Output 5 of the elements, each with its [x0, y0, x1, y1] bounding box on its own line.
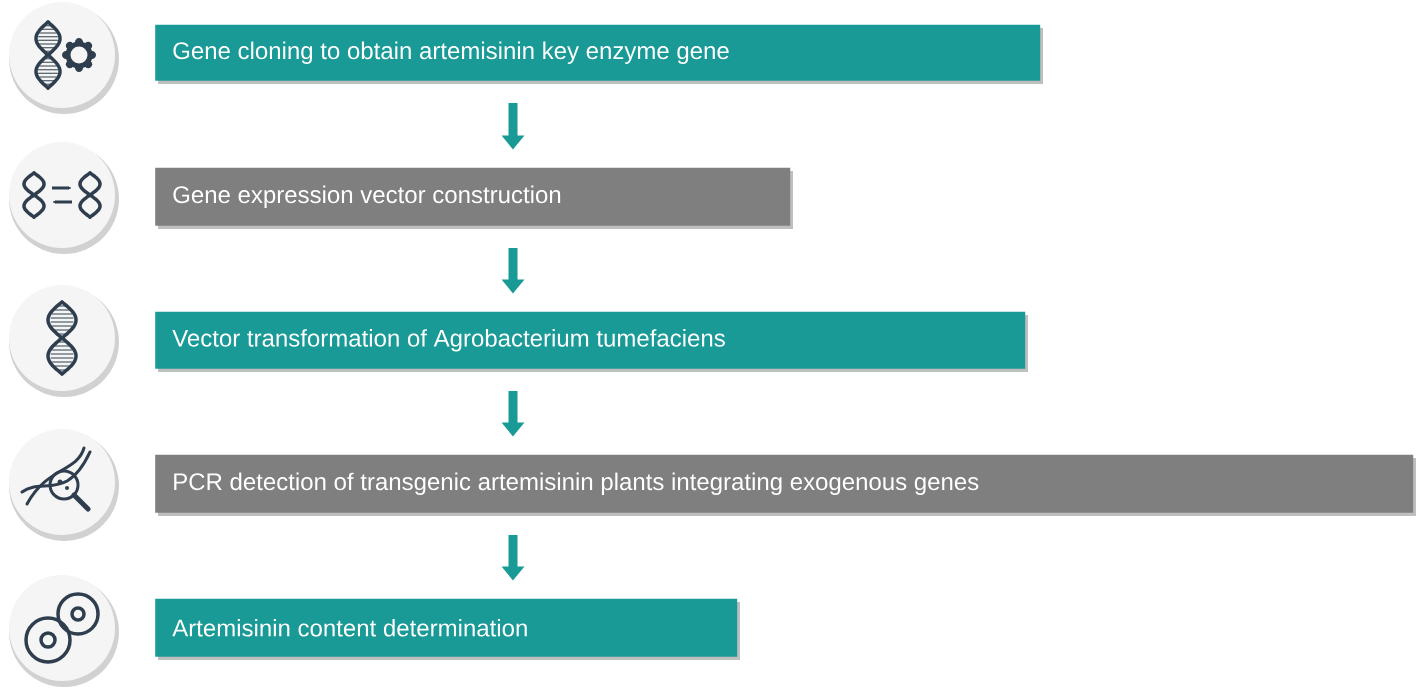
- process-box: Vector transformation of Agrobacterium tumefaciens: [155, 311, 1026, 369]
- process-box: Artemisinin content determination: [155, 598, 738, 657]
- process-box: Gene cloning to obtain artemisinin key enzyme gene: [155, 24, 1041, 81]
- process-box: Gene expression vector construction: [155, 167, 791, 226]
- process-box: PCR detection of transgenic artemisinin plants integrating exogenous genes: [155, 454, 1414, 513]
